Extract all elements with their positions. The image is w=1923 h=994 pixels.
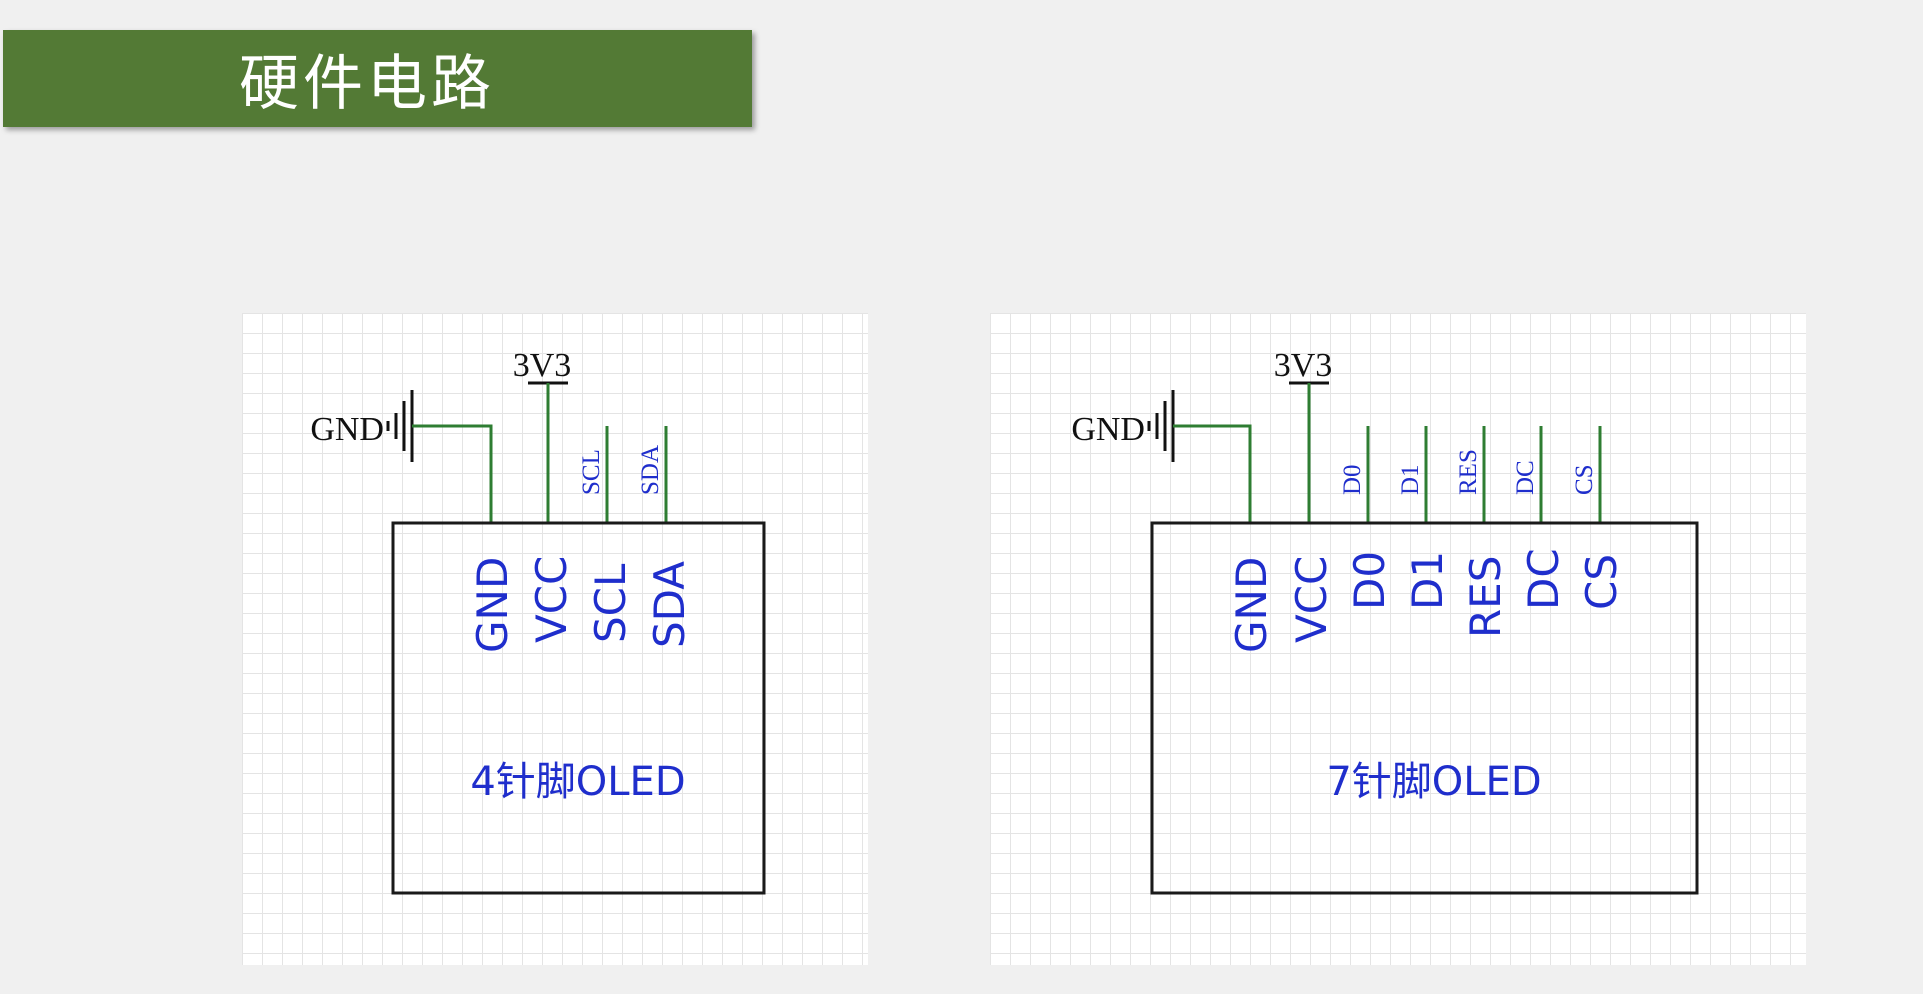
page-title: 硬件电路 bbox=[239, 49, 495, 119]
power-label: 3V3 bbox=[1274, 347, 1333, 384]
ground-label: GND bbox=[1071, 411, 1145, 448]
pin-label-gnd: GND bbox=[468, 557, 517, 653]
schematic-7pin: GND 3V3 D0 D1 RES DC CS GND VCC D0 D1 bbox=[1071, 347, 1699, 895]
pin-label-scl: SCL bbox=[586, 563, 635, 643]
module-label: 4针脚OLED bbox=[470, 759, 685, 805]
module-box bbox=[391, 521, 766, 895]
pin-label-res: RES bbox=[1461, 556, 1510, 638]
wire-gnd bbox=[412, 424, 493, 523]
pin-label-d0: D0 bbox=[1345, 551, 1394, 610]
schematic-7pin-panel: GND 3V3 D0 D1 RES DC CS GND VCC D0 D1 bbox=[990, 313, 1806, 965]
net-label-cs: CS bbox=[1571, 464, 1598, 495]
schematic-4pin-panel: GND 3V3 SCL SDA GND VCC SCL SDA 4针脚OLED bbox=[242, 313, 868, 965]
pin-label-dc: DC bbox=[1519, 548, 1568, 610]
ground-label: GND bbox=[310, 411, 384, 448]
net-label-dc: DC bbox=[1512, 460, 1539, 495]
net-label-res: RES bbox=[1455, 449, 1482, 495]
power-label: 3V3 bbox=[513, 347, 572, 384]
module-label: 7针脚OLED bbox=[1326, 759, 1541, 805]
pin-label-vcc: VCC bbox=[1287, 556, 1336, 643]
net-label-scl: SCL bbox=[578, 449, 605, 495]
pin-label-sda: SDA bbox=[645, 561, 694, 648]
net-label-d1: D1 bbox=[1397, 464, 1424, 495]
pin-label-d1: D1 bbox=[1403, 551, 1452, 610]
wires bbox=[412, 383, 668, 523]
pin-label-gnd: GND bbox=[1227, 557, 1276, 653]
net-label-sda: SDA bbox=[637, 445, 664, 495]
wire-gnd bbox=[1173, 424, 1252, 523]
net-label-d0: D0 bbox=[1339, 464, 1366, 495]
ground-symbol bbox=[1147, 390, 1175, 462]
title-bar: 硬件电路 bbox=[3, 30, 752, 127]
pin-label-cs: CS bbox=[1577, 554, 1626, 610]
module-box bbox=[1150, 521, 1699, 895]
ground-symbol bbox=[386, 390, 414, 462]
schematic-4pin: GND 3V3 SCL SDA GND VCC SCL SDA 4针脚OLED bbox=[310, 347, 766, 895]
wires bbox=[1173, 383, 1602, 523]
pin-label-vcc: VCC bbox=[527, 556, 576, 643]
